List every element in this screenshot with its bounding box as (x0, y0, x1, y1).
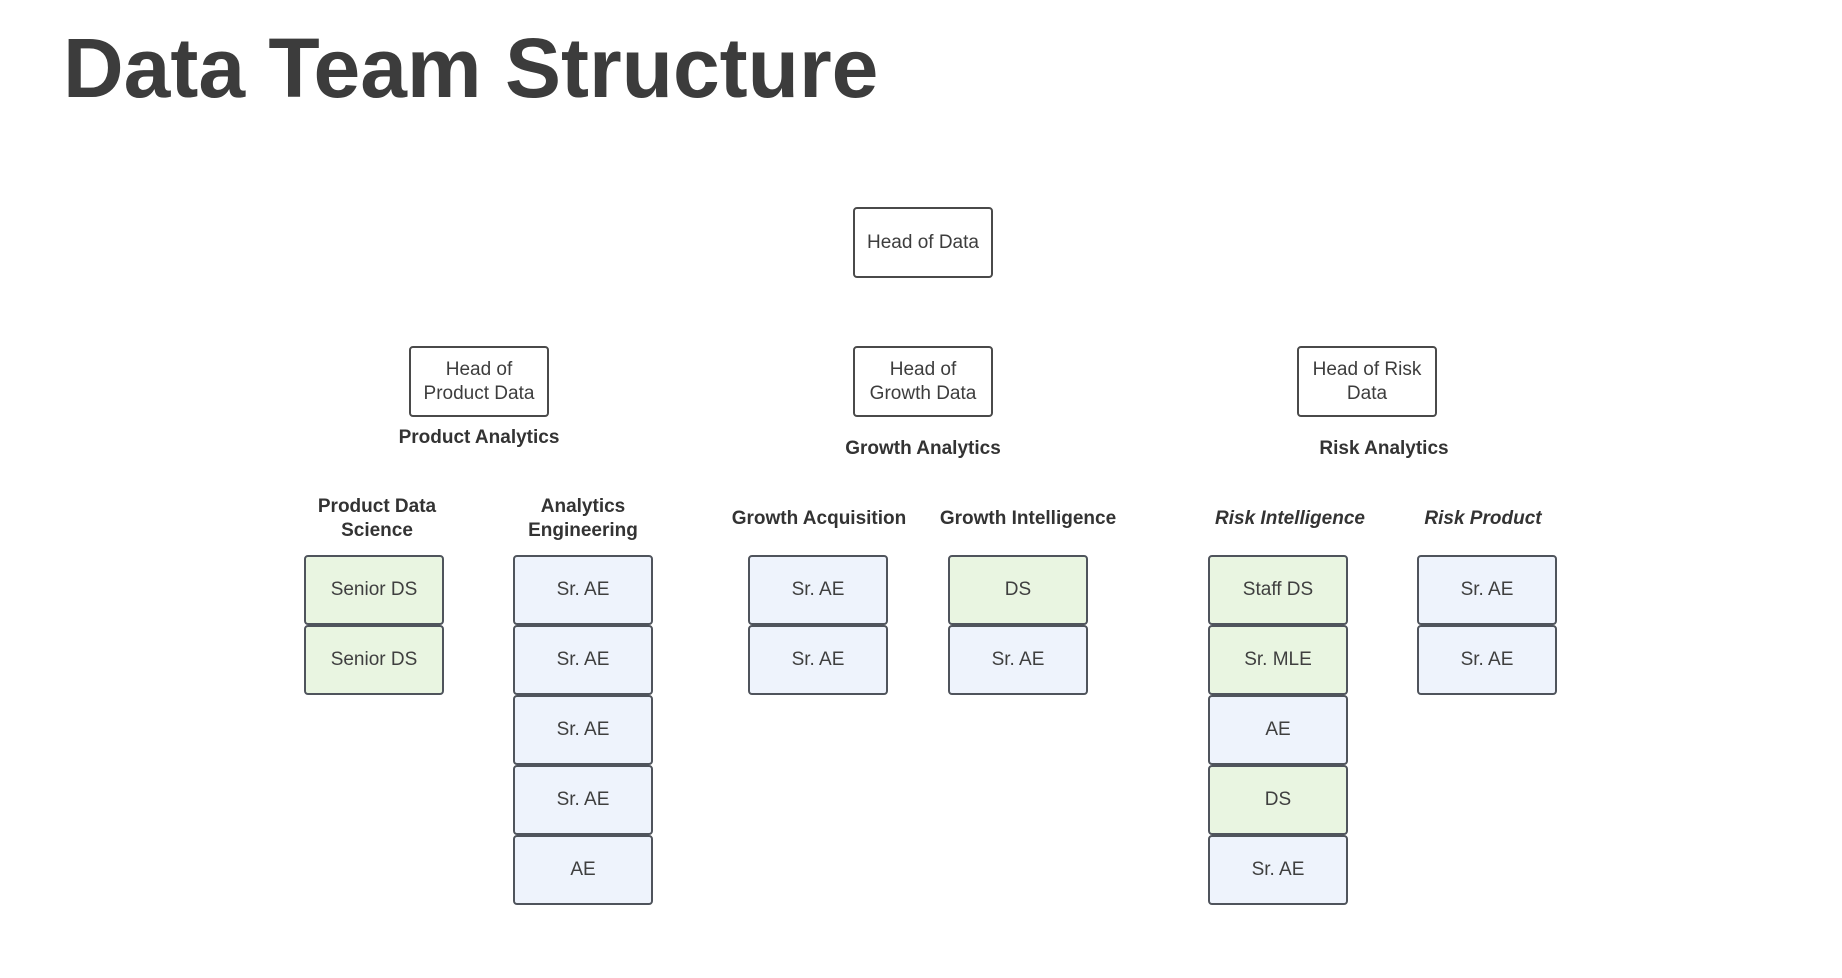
role-box[interactable]: Sr. AE (948, 625, 1088, 695)
role-box[interactable]: Sr. AE (748, 625, 888, 695)
role-label: Senior DS (330, 579, 418, 600)
role-box[interactable]: DS (1208, 765, 1348, 835)
role-label: Sr. AE (991, 649, 1045, 670)
role-label: Sr. AE (1460, 649, 1514, 670)
growth-analytics-label: Growth Analytics (845, 438, 1001, 459)
role-box[interactable]: Sr. AE (1417, 625, 1557, 695)
risk-intelligence-stack: Staff DS Sr. MLE AE DS Sr. AE (1208, 555, 1348, 905)
role-box[interactable]: Sr. AE (513, 555, 653, 625)
role-box[interactable]: Sr. MLE (1208, 625, 1348, 695)
risk-analytics-label: Risk Analytics (1319, 438, 1449, 459)
role-box[interactable]: Sr. AE (513, 765, 653, 835)
growth-intelligence-label: Growth Intelligence (939, 508, 1117, 529)
role-label: Sr. AE (556, 649, 610, 670)
head-of-data-node[interactable]: Head of Data (853, 207, 993, 278)
head-of-product-data-node[interactable]: Head of Product Data (409, 346, 549, 417)
risk-intelligence-label: Risk Intelligence (1215, 508, 1365, 529)
role-box[interactable]: Senior DS (304, 625, 444, 695)
growth-intelligence-stack: DS Sr. AE (948, 555, 1088, 695)
head-of-data-label: Head of Data (867, 231, 979, 253)
role-box[interactable]: DS (948, 555, 1088, 625)
role-box[interactable]: Sr. AE (748, 555, 888, 625)
role-label: Sr. AE (791, 579, 845, 600)
role-label: Sr. AE (556, 719, 610, 740)
page-title: Data Team Structure (63, 21, 879, 115)
role-label: DS (1264, 789, 1292, 810)
analytics-engineering-stack: Sr. AE Sr. AE Sr. AE Sr. AE AE (513, 555, 653, 905)
role-box[interactable]: Sr. AE (513, 695, 653, 765)
role-label: Sr. AE (556, 789, 610, 810)
role-label: AE (1265, 719, 1291, 740)
role-label: Sr. AE (1251, 859, 1305, 880)
analytics-engineering-label: Analytics Engineering (528, 496, 638, 541)
role-label: DS (1004, 579, 1032, 600)
role-box[interactable]: Staff DS (1208, 555, 1348, 625)
role-box[interactable]: Sr. AE (1208, 835, 1348, 905)
role-box[interactable]: Senior DS (304, 555, 444, 625)
risk-product-label: Risk Product (1424, 508, 1542, 529)
head-of-risk-data-label: Head of Risk Data (1312, 358, 1422, 404)
role-label: Sr. AE (791, 649, 845, 670)
risk-product-stack: Sr. AE Sr. AE (1417, 555, 1557, 695)
role-box[interactable]: AE (1208, 695, 1348, 765)
role-label: Sr. AE (556, 579, 610, 600)
role-label: Sr. MLE (1244, 649, 1312, 670)
growth-acquisition-stack: Sr. AE Sr. AE (748, 555, 888, 695)
role-box[interactable]: Sr. AE (1417, 555, 1557, 625)
growth-acquisition-label: Growth Acquisition (731, 508, 907, 529)
head-of-product-data-label: Head of Product Data (423, 358, 535, 404)
role-label: AE (570, 859, 596, 880)
role-label: Senior DS (330, 649, 418, 670)
product-analytics-label: Product Analytics (398, 427, 560, 448)
role-box[interactable]: AE (513, 835, 653, 905)
product-data-science-label: Product Data Science (317, 496, 437, 541)
role-box[interactable]: Sr. AE (513, 625, 653, 695)
head-of-growth-data-label: Head of Growth Data (869, 358, 977, 404)
product-data-science-stack: Senior DS Senior DS (304, 555, 444, 695)
role-label: Staff DS (1242, 579, 1314, 600)
role-label: Sr. AE (1460, 579, 1514, 600)
head-of-risk-data-node[interactable]: Head of Risk Data (1297, 346, 1437, 417)
head-of-growth-data-node[interactable]: Head of Growth Data (853, 346, 993, 417)
